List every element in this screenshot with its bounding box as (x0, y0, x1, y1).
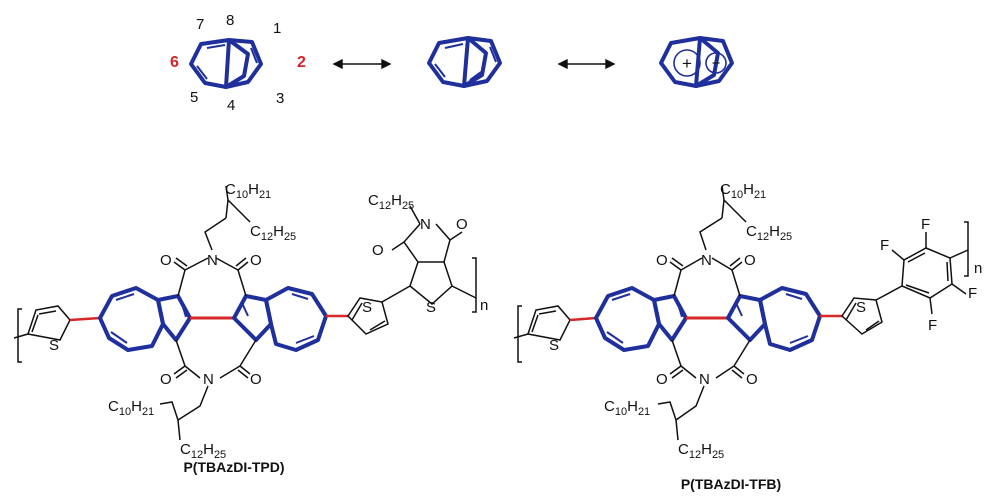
azulene-resonance-form (427, 36, 502, 88)
thiophene-s-left-tfb: S (549, 337, 559, 354)
imide-n-top-tfb: N (701, 252, 712, 269)
tpd-n: N (420, 216, 431, 233)
locant-3: 3 (276, 90, 284, 107)
imide-o-top-left-tpd: O (160, 252, 172, 269)
imide-o-top-left-tfb: O (656, 252, 668, 269)
tpd-s: S (426, 299, 436, 316)
imide-n-bottom-tfb: N (699, 371, 710, 388)
sidechain-bottom-tpd (159, 401, 181, 441)
azulene-right-unit-tfb (726, 286, 822, 352)
caption-tfb: P(TBAzDI-TFB) (681, 476, 781, 492)
right-bracket-tpd (472, 257, 477, 313)
tpd-o-right: O (456, 216, 468, 233)
imide-o-bottom-right-tfb: O (746, 371, 758, 388)
thiophene-s-left-tpd: S (49, 337, 59, 354)
azulene-left-unit-tfb (594, 286, 688, 352)
left-bracket-tpd (13, 308, 29, 363)
imide-n-top-tpd: N (207, 252, 218, 269)
red-link-bond-tfb (569, 316, 597, 322)
azulene-5-ring (224, 38, 263, 89)
imide-o-bottom-right-tpd: O (250, 371, 262, 388)
sidechain-top-tfb (721, 185, 747, 223)
anion-ring-circle (705, 52, 727, 74)
caption-tpd: P(TBAzDI-TPD) (183, 459, 284, 475)
polymer-tpd: S (13, 181, 488, 475)
left-bracket-tfb (513, 305, 529, 363)
imide-top-tfb (669, 217, 743, 297)
azulene-7-ring (189, 38, 250, 89)
locant-6: 6 (170, 54, 179, 71)
repeat-n-tpd: n (480, 297, 488, 314)
sidechain-top-tpd (225, 185, 251, 223)
sidechain-top-c12-tfb: C12H25 (746, 223, 792, 243)
imide-o-top-right-tfb: O (744, 252, 756, 269)
fluorine-2: F (921, 216, 930, 233)
thiophene-right-tfb (841, 297, 883, 335)
locant-2: 2 (297, 54, 306, 71)
azulene-zwitterion-form (659, 36, 734, 88)
locant-1: 1 (273, 20, 281, 37)
locant-4: 4 (227, 97, 235, 114)
sidechain-top-c10: C10H21 (225, 181, 271, 201)
azulene-right-unit (232, 286, 328, 352)
sidechain-bottom-c10-tfb: C10H21 (604, 398, 650, 418)
right-bracket-tfb (964, 221, 969, 277)
thiophene-right-tpd (347, 297, 389, 335)
tetrafluorobenzene (891, 232, 969, 315)
resonance-arrow-2 (557, 58, 616, 70)
sidechain-top-c10-tfb: C10H21 (720, 181, 766, 201)
thiophene-left-tpd (27, 305, 71, 341)
thiophene-s-right-tpd: S (362, 299, 372, 316)
sidechain-bottom-c12: C12H25 (180, 441, 226, 461)
fluorine-3: F (968, 285, 977, 302)
thiophene-s-right-tfb: S (856, 299, 866, 316)
repeat-n-tfb: n (974, 260, 982, 277)
imide-o-bottom-left-tpd: O (160, 371, 172, 388)
imide-top-tpd (173, 217, 249, 297)
tpd-chain: C12H25 (368, 192, 414, 212)
polymer-tfb: S (513, 181, 982, 492)
imide-bottom-tfb (669, 339, 751, 421)
azulene-left-unit (98, 286, 192, 352)
fluorine-4: F (928, 317, 937, 334)
fluorine-1: F (880, 237, 889, 254)
sidechain-top-c12: C12H25 (250, 223, 296, 243)
azulene-numbered (189, 38, 263, 89)
red-link-bond (69, 316, 101, 322)
sidechain-bottom-tfb (657, 401, 679, 441)
plus-charge: + (682, 54, 692, 73)
imide-o-bottom-left-tfb: O (656, 371, 668, 388)
imide-o-top-right-tpd: O (250, 252, 262, 269)
tpd-core (391, 205, 477, 305)
sidechain-bottom-c10: C10H21 (108, 398, 154, 418)
imide-n-bottom-tpd: N (203, 371, 214, 388)
locant-7: 7 (196, 16, 204, 33)
minus-charge: − (712, 55, 721, 72)
thiophene-left-tfb (527, 305, 571, 341)
locant-8: 8 (226, 12, 234, 29)
sidechain-bottom-c12-tfb: C12H25 (678, 441, 724, 461)
resonance-arrow-1 (332, 58, 392, 70)
locant-5: 5 (190, 89, 198, 106)
imide-bottom-tpd (173, 339, 257, 421)
cation-ring-circle (673, 49, 701, 77)
tpd-o-left: O (372, 242, 384, 259)
